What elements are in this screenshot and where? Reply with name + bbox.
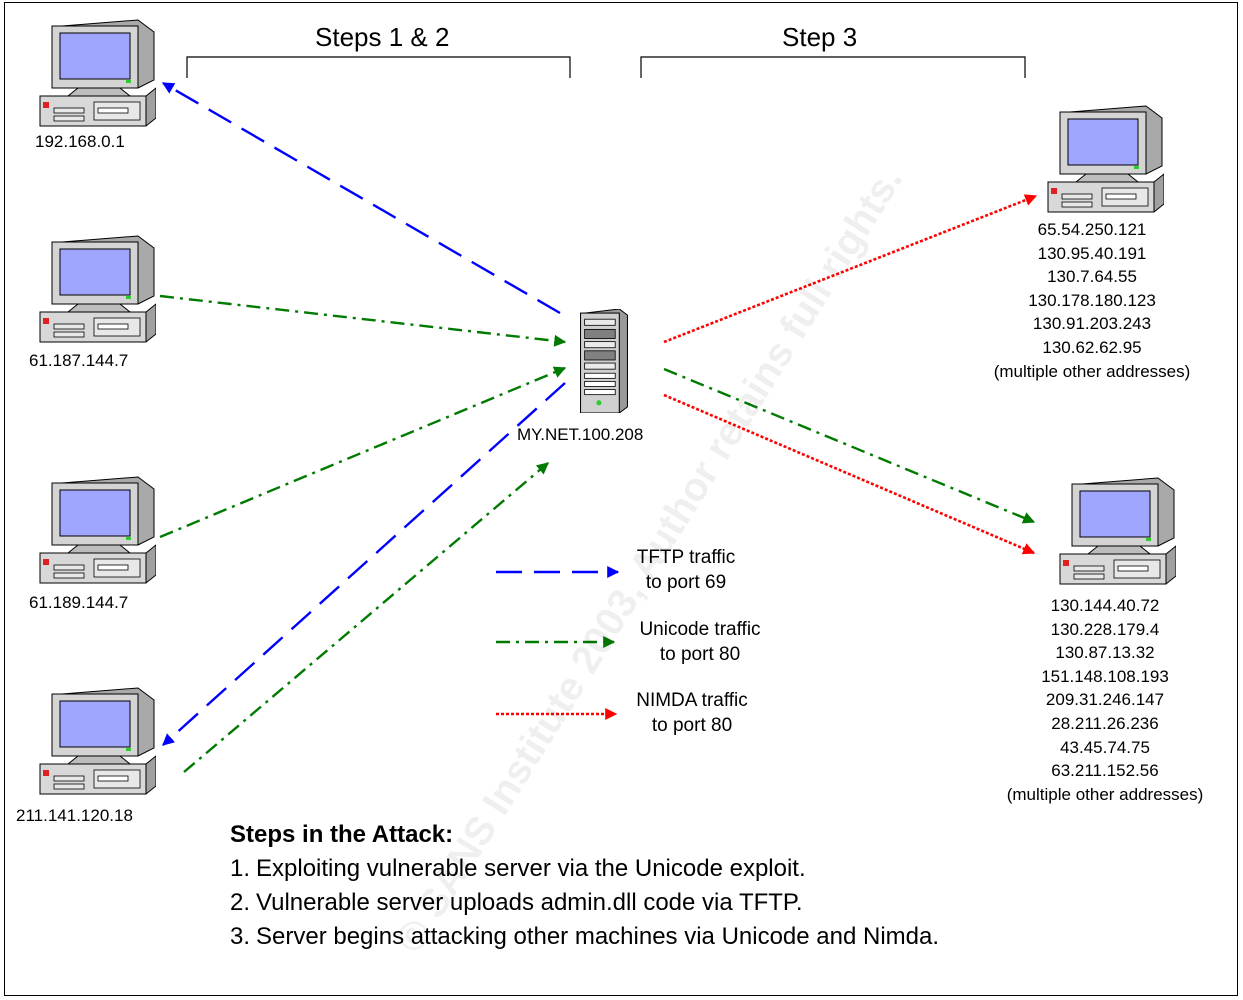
target-ip: 130.228.179.4 (1050, 619, 1160, 639)
unicode-arrow-from-host4 (183, 462, 549, 773)
legend-unicode-text: Unicode traffic to port 80 (620, 617, 780, 667)
attack-step: 1.Exploiting vulnerable server via the U… (230, 852, 939, 886)
host-label-211-141-120-18: 211.141.120.18 (16, 806, 133, 825)
desktop-computer-icon (1047, 105, 1164, 213)
legend-tftp-text: TFTP traffic to port 69 (616, 545, 756, 595)
target-ip-note: (multiple other addresses) (993, 361, 1191, 381)
host-label-61-189-144-7: 61.189.144.7 (29, 593, 129, 612)
desktop-computer-icon (1059, 477, 1176, 585)
legend-nimda-line1: NIMDA traffic (636, 690, 748, 711)
legend-unicode-line2: to port 80 (659, 644, 741, 665)
target-ip: 130.87.13.32 (1055, 643, 1155, 663)
attack-step: 2.Vulnerable server uploads admin.dll co… (230, 886, 939, 920)
target-list-bottom: 130.144.40.72 130.228.179.4 130.87.13.32… (975, 594, 1235, 806)
target-ip: 130.95.40.191 (1037, 243, 1147, 263)
step-number: 3. (230, 923, 251, 950)
step-text: Vulnerable server uploads admin.dll code… (256, 889, 803, 916)
unicode-arrow-from-host2 (159, 294, 567, 347)
bracket-steps-1-2 (186, 56, 571, 78)
diagram-frame (4, 2, 1238, 996)
legend-tftp-line2: to port 69 (645, 572, 727, 593)
server-label: MY.NET.100.208 (517, 425, 644, 444)
attack-steps-title: Steps in the Attack: (230, 821, 454, 848)
host-label-192-168-0-1: 192.168.0.1 (35, 132, 125, 151)
step-text: Exploiting vulnerable server via the Uni… (256, 855, 806, 882)
target-ip: 65.54.250.121 (1037, 220, 1147, 239)
target-ip: 43.45.74.75 (1060, 737, 1150, 757)
legend-nimda-text: NIMDA traffic to port 80 (622, 688, 762, 738)
desktop-computer-icon (39, 476, 156, 584)
desktop-computer-icon (39, 235, 156, 343)
legend-unicode-line1: Unicode traffic (639, 619, 761, 640)
target-ip-note: (multiple other addresses) (1006, 784, 1204, 804)
target-ip: 130.144.40.72 (1050, 596, 1160, 615)
step-text: Server begins attacking other machines v… (256, 923, 940, 950)
target-ip: 130.178.180.123 (1028, 290, 1156, 310)
target-ip: 209.31.246.147 (1045, 690, 1165, 710)
nimda-arrow-to-target-bottom (663, 393, 1036, 555)
target-ip: 151.148.108.193 (1041, 666, 1169, 686)
step-number: 2. (230, 889, 251, 916)
header-steps-1-2: Steps 1 & 2 (315, 22, 450, 52)
target-ip: 63.211.152.56 (1051, 761, 1159, 781)
target-ip: 28.211.26.236 (1051, 713, 1159, 733)
target-list-top: 65.54.250.121 130.95.40.191 130.7.64.55 … (958, 218, 1226, 383)
attack-step: 3.Server begins attacking other machines… (230, 920, 939, 954)
unicode-arrow-from-host3 (159, 366, 567, 539)
step-number: 1. (230, 855, 251, 882)
nimda-arrow-to-target-top (663, 194, 1038, 344)
desktop-computer-icon (39, 19, 156, 127)
attack-steps: Steps in the Attack: 1.Exploiting vulner… (230, 818, 939, 954)
bracket-step-3 (640, 56, 1026, 78)
header-step-3: Step 3 (782, 22, 858, 52)
tower-server-icon (580, 309, 628, 413)
legend-tftp-line1: TFTP traffic (636, 547, 736, 568)
tftp-arrow-to-host1 (161, 81, 561, 315)
target-ip: 130.62.62.95 (1042, 337, 1142, 357)
target-ip: 130.91.203.243 (1032, 314, 1152, 334)
unicode-arrow-to-target-bottom (663, 367, 1036, 524)
target-ip: 130.7.64.55 (1047, 267, 1137, 287)
host-label-61-187-144-7: 61.187.144.7 (29, 351, 129, 370)
desktop-computer-icon (39, 687, 156, 795)
tftp-arrow-to-host4 (162, 382, 566, 746)
legend-nimda-line2: to port 80 (651, 715, 733, 736)
